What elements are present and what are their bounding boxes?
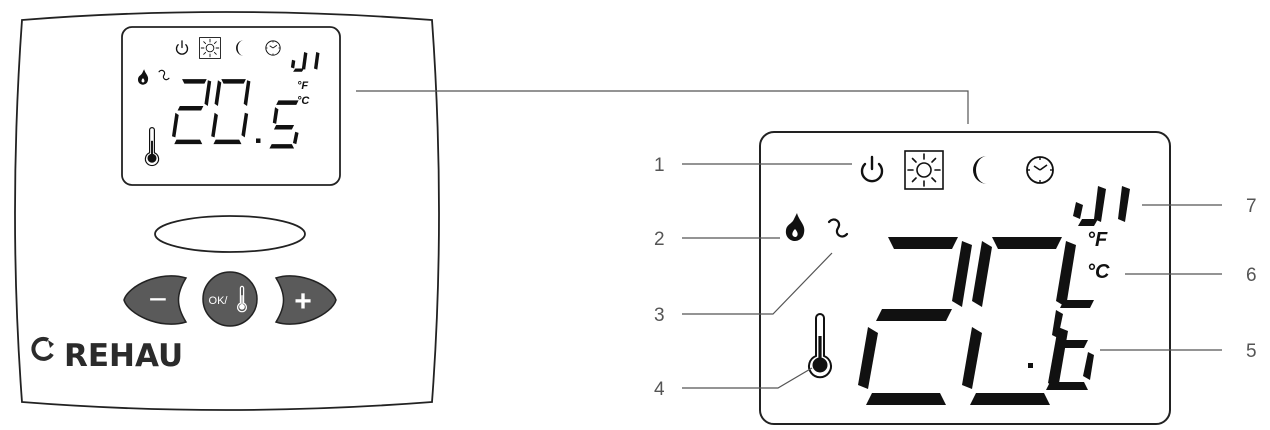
minus-button[interactable]: − (123, 275, 188, 325)
callout-number-7: 7 (1246, 196, 1257, 217)
rehau-logo: REHAU (31, 336, 183, 374)
plus-label: + (294, 285, 312, 318)
enlarged-display: °F °C (759, 131, 1171, 425)
temperature-value (858, 237, 1076, 405)
ok-button-label: OK/ (209, 295, 229, 307)
callout-number-3: 3 (654, 305, 665, 326)
unit-c: °C (1087, 261, 1110, 283)
connector-line (356, 90, 969, 124)
callout-numbers: 1 2 3 4 5 6 7 (654, 155, 1257, 400)
small-unit-c: °C (297, 95, 310, 107)
plus-button[interactable]: + (274, 275, 337, 325)
temperature-decimal (1046, 300, 1094, 390)
callout-number-2: 2 (654, 229, 665, 250)
small-channel-label (290, 52, 320, 72)
ok-button[interactable]: OK/ (202, 271, 258, 327)
small-unit-f: °F (297, 80, 308, 92)
thermostat-device: °F °C − OK/ + REHAU (14, 11, 440, 411)
minus-label: − (149, 281, 168, 317)
callout-number-5: 5 (1246, 341, 1257, 362)
oval-button[interactable] (154, 215, 306, 253)
brand-name: REHAU (64, 338, 183, 374)
unit-f: °F (1087, 229, 1108, 251)
channel-label (1073, 186, 1130, 226)
callouts (682, 163, 1222, 389)
callout-number-4: 4 (654, 379, 665, 400)
callout-line-3 (682, 252, 833, 315)
ok-thermometer-icon (237, 285, 247, 313)
callout-line-4 (682, 367, 813, 389)
callout-number-1: 1 (654, 155, 665, 176)
callout-number-6: 6 (1246, 265, 1257, 286)
rehau-logo-mark (31, 336, 54, 361)
small-temperature-digits (172, 79, 299, 149)
